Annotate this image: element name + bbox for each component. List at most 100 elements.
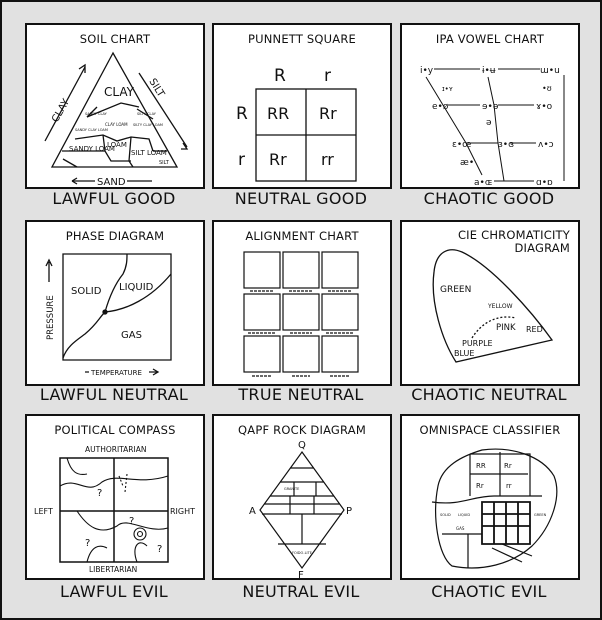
panel-title: QAPF ROCK DIAGRAM xyxy=(238,423,366,437)
cie-blue-label: BLUE xyxy=(454,349,474,358)
ipa-vowel-trapezoid: i•y ɨ•ʉ ɯ•u ɪ•ʏ •ʊ e•ø ɘ•ɵ ɤ•o ə ɛ•œ ɜ•ɞ… xyxy=(420,66,565,187)
vowel: ʌ•ɔ xyxy=(538,140,554,150)
panel-ipa-vowel-chart: IPA VOWEL CHART i•y ɨ•ʉ ɯ•u ɪ•ʏ •ʊ e•ø ɘ… xyxy=(400,23,580,189)
phase-liquid-label: LIQUID xyxy=(119,282,154,293)
panel-title: POLITICAL COMPASS xyxy=(54,423,176,437)
panel-political-compass: POLITICAL COMPASS AUTHORITARIAN LIBERTAR… xyxy=(25,414,205,580)
qapf-q-label: Q xyxy=(298,440,306,451)
alignment-label: NEUTRAL EVIL xyxy=(242,582,360,601)
panel-alignment-chart: ALIGNMENT CHART xyxy=(212,220,392,386)
omni-cell: RR xyxy=(476,462,486,470)
cie-green-label: GREEN xyxy=(440,285,471,295)
compass-right-label: RIGHT xyxy=(170,507,195,516)
cie-purple-label: PURPLE xyxy=(462,339,493,348)
panel-title: PHASE DIAGRAM xyxy=(65,229,165,243)
soil-silty-clay-label: SILTY CLAY xyxy=(137,112,157,116)
panel-title: IPA VOWEL CHART xyxy=(435,32,545,46)
qapf-granite-label: GRANITE xyxy=(284,487,299,491)
cie-yellow-label: YELLOW xyxy=(487,303,513,310)
soil-silty-clay-loam-label: SILTY CLAY LOAM xyxy=(133,123,163,127)
panel-title: SOIL CHART xyxy=(79,32,151,46)
panel-title: OMNISPACE CLASSIFIER xyxy=(419,423,561,437)
alignment-label: CHAOTIC GOOD xyxy=(423,189,555,208)
alignment-label: NEUTRAL GOOD xyxy=(234,189,368,208)
panel-cie-chromaticity: CIE CHROMATICITY DIAGRAM GREEN YELLOW PI… xyxy=(400,220,580,386)
cie-horseshoe: GREEN YELLOW PINK RED PURPLE BLUE xyxy=(432,249,554,363)
vowel: ɤ•o xyxy=(536,102,553,112)
panel-punnett-square: PUNNETT SQUARE R r R r RR Rr Rr rr xyxy=(212,23,392,189)
vowel: ɪ•ʏ xyxy=(442,85,453,93)
qapf-diamond: Q A P F GRANITE FOIDO-LITE xyxy=(249,440,352,578)
omni-solid-label: SOLID xyxy=(440,513,451,517)
punnett-top-header: R xyxy=(274,66,286,86)
phase-pressure-axis-label: PRESSURE xyxy=(46,295,56,340)
omnispace-blob: RR Rr Rr rr SOLID LIQUID GAS GREEN xyxy=(431,448,558,569)
punnett-cell: RR xyxy=(267,104,289,123)
panel-title-line: DIAGRAM xyxy=(514,241,570,255)
cie-pink-label: PINK xyxy=(496,323,516,333)
vowel: e•ø xyxy=(432,102,449,112)
soil-silt-loam-label: SILT LOAM xyxy=(131,149,167,157)
qapf-f-label: F xyxy=(298,570,304,578)
soil-clay-label: CLAY xyxy=(104,85,135,99)
alignment-label: LAWFUL GOOD xyxy=(52,189,176,208)
phase-plot: SOLID LIQUID GAS PRESSURE TEMPERATURE xyxy=(45,253,172,377)
vowel: ɯ•u xyxy=(540,66,560,76)
qapf-p-label: P xyxy=(346,506,352,517)
compass-authoritarian-label: AUTHORITARIAN xyxy=(85,445,146,454)
panel-qapf-diagram: QAPF ROCK DIAGRAM Q A P F GRANITE FOIDO-… xyxy=(212,414,392,580)
alignment-label: TRUE NEUTRAL xyxy=(238,385,364,404)
vowel: ɛ•œ xyxy=(452,140,471,150)
soil-silt-label: SILT xyxy=(159,160,170,166)
punnett-grid: R r R r RR Rr Rr rr xyxy=(236,66,357,182)
panel-title: ALIGNMENT CHART xyxy=(245,229,359,243)
vowel: ɘ•ɵ xyxy=(482,102,499,112)
panel-omnispace-classifier: OMNISPACE CLASSIFIER RR Rr Rr rr SOLID L… xyxy=(400,414,580,580)
compass-unknown-mark: ? xyxy=(129,516,134,527)
omni-cell: Rr xyxy=(476,482,484,490)
vowel: ɑ•ɒ xyxy=(536,178,553,187)
panel-title: CIE CHROMATICITY DIAGRAM xyxy=(402,229,578,255)
panel-title-line: CIE CHROMATICITY xyxy=(457,228,570,242)
vowel: ə xyxy=(486,118,492,128)
vowel: æ• xyxy=(460,158,474,168)
cie-red-label: RED xyxy=(526,325,543,334)
omni-cell: Rr xyxy=(504,462,512,470)
omni-green-label: GREEN xyxy=(534,513,547,517)
qapf-a-label: A xyxy=(249,506,256,517)
vowel: ɨ•ʉ xyxy=(482,66,496,76)
soil-clay-axis-label: CLAY xyxy=(50,97,72,125)
punnett-left-header: r xyxy=(238,150,245,170)
compass-unknown-mark: ? xyxy=(157,544,162,555)
omni-liquid-label: LIQUID xyxy=(458,513,470,517)
vowel: i•y xyxy=(420,66,434,76)
punnett-cell: Rr xyxy=(269,150,287,169)
panel-soil-chart: SOIL CHART CLAY SANDY CLAY SILTY CLAY SA… xyxy=(25,23,205,189)
soil-sandy-loam-label: SANDY LOAM xyxy=(69,145,115,153)
compass-libertarian-label: LIBERTARIAN xyxy=(89,565,137,574)
phase-gas-label: GAS xyxy=(121,330,142,341)
soil-clay-loam-label: CLAY LOAM xyxy=(105,122,128,127)
panel-title: PUNNETT SQUARE xyxy=(247,32,357,46)
omni-cell: rr xyxy=(506,482,512,490)
soil-triangle-diagram: CLAY SANDY CLAY SILTY CLAY SANDY CLAY LO… xyxy=(44,51,189,187)
omni-gas-label: GAS xyxy=(456,526,465,531)
alignment-label: CHAOTIC EVIL xyxy=(431,582,547,601)
punnett-top-header: r xyxy=(324,66,331,86)
soil-sandy-clay-label: SANDY CLAY xyxy=(85,112,108,116)
vowel: a•ɶ xyxy=(474,178,493,187)
panel-phase-diagram: PHASE DIAGRAM SOLID LIQUID GAS PRESSURE … xyxy=(25,220,205,386)
vowel: •ʊ xyxy=(542,84,552,93)
compass-map: AUTHORITARIAN LIBERTARIAN LEFT RIGHT ? ?… xyxy=(34,445,195,574)
phase-temperature-axis-label: TEMPERATURE xyxy=(90,369,142,377)
soil-loam-label: LOAM xyxy=(107,141,127,149)
mini-alignment-grid xyxy=(243,251,359,377)
soil-sandy-clay-loam-label: SANDY CLAY LOAM xyxy=(75,128,108,132)
compass-unknown-mark: ? xyxy=(97,488,102,499)
phase-solid-label: SOLID xyxy=(71,286,102,297)
punnett-left-header: R xyxy=(236,104,248,124)
compass-unknown-mark: ? xyxy=(85,538,90,549)
soil-sand-axis-label: SAND xyxy=(97,177,126,187)
qapf-foidolite-label: FOIDO-LITE xyxy=(292,551,312,555)
